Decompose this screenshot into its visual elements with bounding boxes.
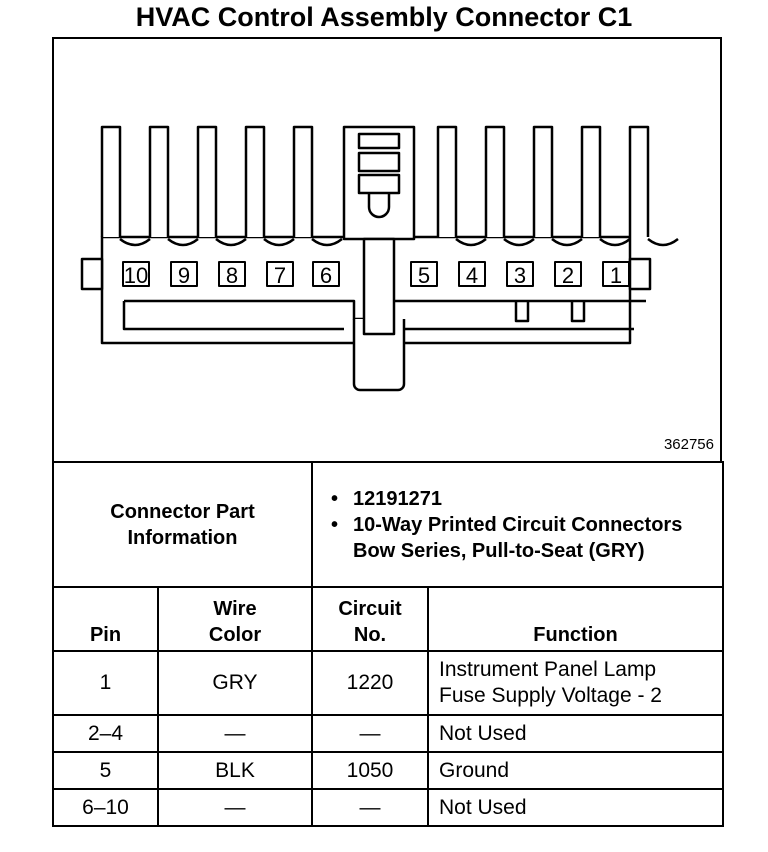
pin-number: 1 — [610, 263, 622, 288]
connector-fin — [196, 125, 218, 237]
circuit-cell: — — [311, 714, 429, 753]
pin-number: 3 — [514, 263, 526, 288]
fin-socket-arc — [167, 237, 199, 247]
fin-socket-arc — [263, 237, 295, 247]
release-tab — [352, 319, 406, 392]
connector-fin — [628, 125, 650, 237]
latch-catch — [367, 194, 391, 219]
pin-box — [506, 261, 534, 287]
wire-color-cell: — — [157, 788, 313, 827]
pin-cell: 6–10 — [52, 788, 159, 827]
fin-socket-arc — [599, 237, 631, 247]
page-title: HVAC Control Assembly Connector C1 — [135, 2, 633, 32]
part-info-label-line2: Information — [127, 526, 238, 549]
pin-number: 10 — [124, 263, 148, 288]
part-info-row: Connector Part Information 12191271 10-W… — [52, 461, 724, 588]
part-info-label: Connector Part Information — [52, 461, 313, 588]
pin-box — [312, 261, 340, 287]
pin-cell: 2–4 — [52, 714, 159, 753]
part-info-label-line1: Connector Part — [110, 500, 255, 523]
table-row: 2–4 — — Not Used — [52, 714, 724, 753]
function-cell: Ground — [427, 751, 724, 790]
part-number: 12191271 — [331, 486, 714, 512]
fin-socket-arc — [119, 237, 151, 247]
connector-drawing: 10 9 8 7 6 5 4 3 2 1 — [80, 125, 679, 392]
fin-socket-arc — [455, 237, 487, 247]
pin-number: 5 — [418, 263, 430, 288]
figure-number: 362756 — [663, 436, 714, 453]
wire-color-cell: — — [157, 714, 313, 753]
connector-fin — [148, 125, 170, 237]
connector-fin — [484, 125, 506, 237]
circuit-cell: — — [311, 788, 429, 827]
pin-box — [218, 261, 246, 287]
pin-number: 8 — [226, 263, 238, 288]
pin-cell: 1 — [52, 650, 159, 716]
connector-fin — [580, 125, 602, 237]
latch-tower — [342, 125, 416, 241]
pin-box — [170, 261, 198, 287]
table-row: 6–10 — — Not Used — [52, 788, 724, 827]
connector-info-table: Connector Part Information 12191271 10-W… — [52, 461, 724, 827]
fin-socket-arc — [215, 237, 247, 247]
pin-number: 9 — [178, 263, 190, 288]
fin-socket-arc — [503, 237, 535, 247]
function-cell: Not Used — [427, 714, 724, 753]
header-pin: Pin — [52, 586, 159, 652]
underside-notch — [570, 301, 586, 323]
pin-cell: 5 — [52, 751, 159, 790]
circuit-cell: 1050 — [311, 751, 429, 790]
pin-box — [266, 261, 294, 287]
connector-left-ear — [80, 257, 104, 291]
pin-number: 6 — [320, 263, 332, 288]
connector-fin — [532, 125, 554, 237]
fin-socket-arc — [311, 237, 343, 247]
underside-notch — [514, 301, 530, 323]
wire-color-cell: GRY — [157, 650, 313, 716]
fin-socket-arc — [551, 237, 583, 247]
pin-box — [554, 261, 582, 287]
connector-fin — [436, 125, 458, 237]
header-function: Function — [427, 586, 724, 652]
connector-fin — [100, 125, 122, 237]
part-description: 10-Way Printed Circuit Connectors Bow Se… — [331, 512, 714, 564]
circuit-cell: 1220 — [311, 650, 429, 716]
part-info-details: 12191271 10-Way Printed Circuit Connecto… — [311, 461, 724, 588]
connector-diagram: 10 9 8 7 6 5 4 3 2 1 362756 — [52, 37, 722, 463]
pin-number: 7 — [274, 263, 286, 288]
pin-box — [122, 261, 150, 287]
pin-box — [602, 261, 630, 287]
fin-socket-arc — [647, 237, 679, 247]
wire-color-cell: BLK — [157, 751, 313, 790]
connector-right-ear — [628, 257, 652, 291]
table-row: 5 BLK 1050 Ground — [52, 751, 724, 790]
center-slot — [362, 237, 396, 336]
pin-box — [410, 261, 438, 287]
function-cell: Not Used — [427, 788, 724, 827]
pin-box — [458, 261, 486, 287]
pin-number: 4 — [466, 263, 478, 288]
connector-fin — [244, 125, 266, 237]
connector-fin — [292, 125, 314, 237]
pin-number: 2 — [562, 263, 574, 288]
